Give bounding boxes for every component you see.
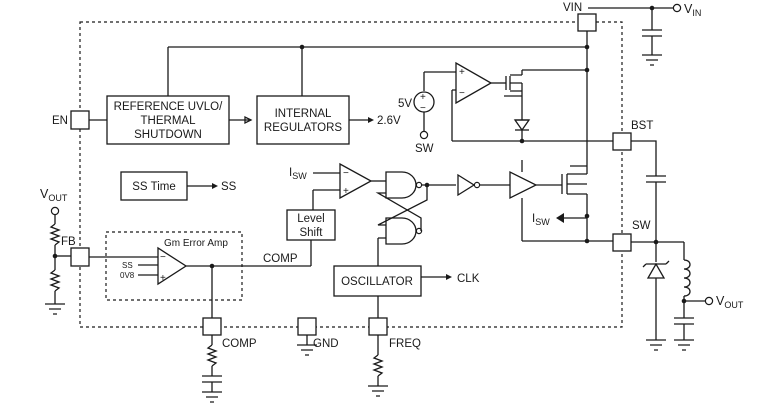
svg-text:+: +: [420, 92, 426, 103]
ss-time-label: SS Time: [132, 181, 175, 193]
svg-text:−: −: [459, 88, 465, 99]
bst-pin-label: BST: [631, 120, 653, 132]
oscillator-label: OSCILLATOR: [341, 276, 413, 288]
reference-line3: SHUTDOWN: [134, 129, 202, 141]
level-shift-block: [286, 209, 336, 241]
svg-text:+: +: [160, 273, 166, 284]
svg-text:−: −: [343, 168, 349, 179]
nand-gate-top: [385, 171, 417, 199]
regulators-line1: INTERNAL: [275, 108, 332, 120]
vout-right-label: VOUT: [716, 294, 744, 310]
svg-text:−: −: [420, 103, 426, 114]
nand-gate-bottom: [385, 217, 417, 245]
level-shift-line1: Level: [297, 213, 325, 225]
inverter: [457, 173, 476, 197]
svg-text:−: −: [160, 252, 166, 263]
freq-pin-label: FREQ: [389, 338, 421, 350]
vin-pin-label: VIN: [563, 2, 582, 14]
sw-ref-label: SW: [415, 143, 434, 155]
gm-error-amp: [157, 246, 188, 286]
gate-driver: [509, 170, 538, 200]
error-amp-label: Gm Error Amp: [164, 238, 228, 249]
v2v6-label: 2.6V: [377, 115, 401, 127]
level-shift-line2: Shift: [299, 227, 323, 239]
gnd-pin-label: GND: [313, 338, 339, 350]
en-pin[interactable]: [70, 110, 90, 130]
comp-pin-label: COMP: [222, 338, 257, 350]
vin-network: VIN: [588, 2, 701, 66]
reference-line1: REFERENCE UVLO/: [114, 101, 223, 113]
oscillator-block: [333, 265, 422, 297]
isw-top-label: ISW: [289, 167, 307, 181]
pwm-comparator: [339, 162, 373, 200]
reference-uvlo-block: [106, 95, 230, 145]
sw-pin[interactable]: [612, 233, 632, 252]
fb-pin[interactable]: [70, 247, 90, 267]
sw-pin-label: SW: [632, 220, 651, 232]
error-amp-region: [105, 231, 243, 301]
comp-net-label: COMP: [263, 253, 298, 265]
regulators-line2: REGULATORS: [264, 122, 343, 134]
fb-label: FB: [61, 236, 76, 248]
isw-bottom-label: ISW: [532, 213, 550, 227]
vout-terminal-right[interactable]: [704, 296, 714, 306]
en-pin-label: EN: [52, 115, 68, 127]
vin-external-label: VIN: [684, 2, 701, 18]
vin-pin[interactable]: [577, 13, 597, 32]
amp-in-ss: SS: [122, 261, 133, 270]
reference-line2: THERMAL: [141, 115, 197, 127]
ic-boundary: [79, 21, 623, 328]
amp-in-0v8: 0V8: [120, 271, 135, 280]
freq-pin[interactable]: [368, 317, 388, 336]
internal-regulators-block: [256, 95, 350, 145]
clk-label: CLK: [457, 273, 480, 285]
bst-pin[interactable]: [612, 132, 632, 151]
bst-driver-amp: [455, 61, 493, 105]
ss-out-label: SS: [221, 181, 237, 193]
comp-pin[interactable]: [202, 317, 222, 336]
ss-time-block: [120, 171, 188, 201]
vout-left-label: VOUT: [40, 187, 68, 203]
svg-text:+: +: [459, 67, 465, 78]
gnd-pin[interactable]: [297, 317, 317, 336]
vout-terminal-left[interactable]: [50, 206, 60, 216]
vin-terminal[interactable]: [672, 3, 682, 13]
svg-text:+: +: [343, 186, 349, 197]
5v-label: 5V: [398, 98, 412, 110]
